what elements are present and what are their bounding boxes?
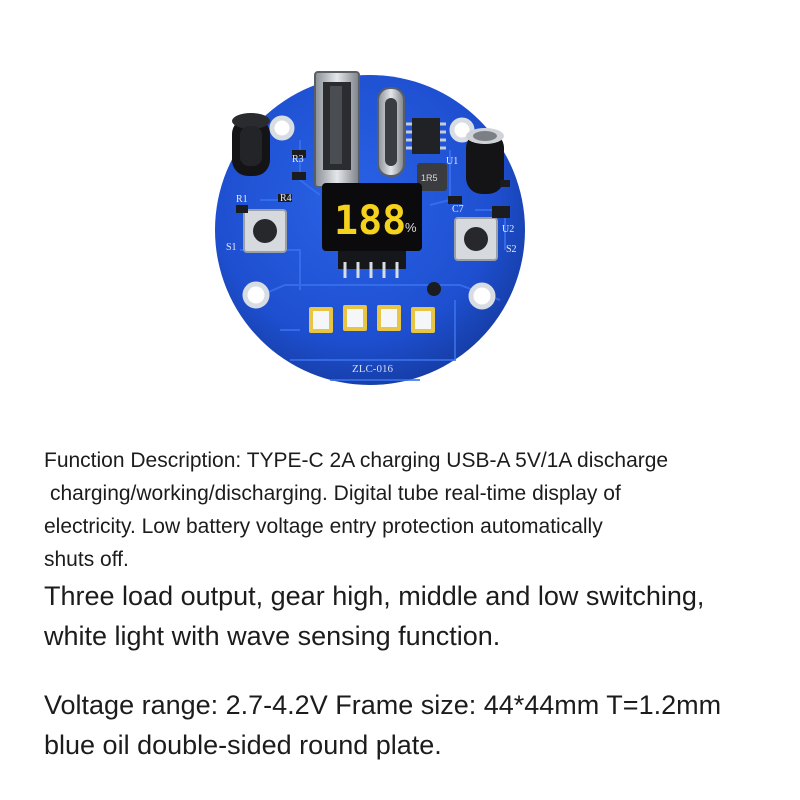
pcb-photo: 188 % ZLC-016 S1 S2 R1 R3 R4 U1 U2 C7 1R… <box>215 71 525 385</box>
label-r1: R1 <box>236 194 248 205</box>
board-model-label: ZLC-016 <box>352 363 393 375</box>
label-r4: R4 <box>280 193 292 204</box>
function-description-line-4: shuts off. <box>44 548 129 571</box>
features-line-2: white light with wave sensing function. <box>44 621 501 651</box>
label-r3: R3 <box>292 154 304 165</box>
features-line-1: Three load output, gear high, middle and… <box>44 581 705 611</box>
sensor-left <box>232 113 270 176</box>
function-description-line-3: electricity. Low battery voltage entry p… <box>44 515 603 538</box>
led-row <box>309 305 435 333</box>
usb-c-port <box>377 87 405 177</box>
switch-s2 <box>454 217 498 261</box>
label-s2: S2 <box>506 244 517 255</box>
switch-s1 <box>243 209 287 253</box>
display-digits: 188 <box>334 198 406 244</box>
mounting-holes <box>242 115 496 310</box>
function-description-line-1: Function Description: TYPE-C 2A charging… <box>44 449 669 472</box>
label-s1: S1 <box>226 242 237 253</box>
usb-a-port <box>314 71 360 188</box>
function-description-line-2: charging/working/discharging. Digital tu… <box>50 482 621 505</box>
specs-line-2: blue oil double-sided round plate. <box>44 730 442 760</box>
display-unit: % <box>405 220 417 235</box>
digital-display <box>322 183 422 269</box>
label-c7: C7 <box>452 204 464 215</box>
sensor-right <box>466 128 504 194</box>
inductor <box>417 163 447 191</box>
specs-line-1: Voltage range: 2.7-4.2V Frame size: 44*4… <box>44 690 722 720</box>
label-u1: U1 <box>446 156 458 167</box>
label-inductor: 1R5 <box>421 173 438 183</box>
smd-components <box>236 150 510 296</box>
label-u2: U2 <box>502 224 514 235</box>
chip-u1 <box>412 118 440 154</box>
